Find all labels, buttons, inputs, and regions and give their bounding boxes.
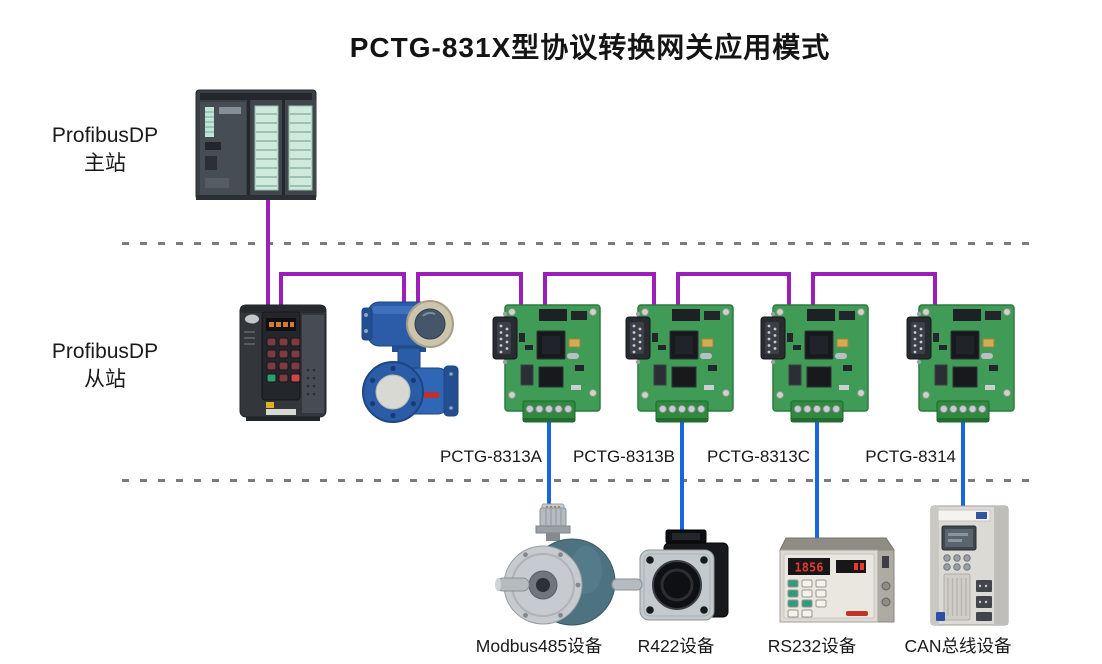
gateway-label-pctg8314: PCTG-8314	[865, 447, 956, 466]
gateway-board-pctg8313a	[492, 304, 601, 423]
master-label-line1: ProfibusDP	[51, 124, 159, 147]
slave-label-line1: ProfibusDP	[51, 340, 159, 363]
gateway-board-pctg8314	[906, 304, 1015, 423]
profibus-master-label: ProfibusDP 主站	[20, 122, 190, 178]
gateway-label-pctg8313b: PCTG-8313B	[572, 447, 675, 466]
slave-label-line2: 从站	[84, 368, 126, 391]
stepper-motor-device	[611, 529, 729, 621]
flowmeter-device	[361, 300, 459, 423]
rs232-display-value: 1856	[795, 561, 824, 575]
profibus-bus-lines	[266, 197, 937, 307]
device-label-modbus485: Modbus485设备	[475, 636, 603, 656]
gateway-label-pctg8313c: PCTG-8313C	[707, 447, 810, 466]
master-label-line2: 主站	[84, 152, 126, 175]
gateway-board-pctg8313b	[625, 304, 734, 423]
bus-gw1-to-gw2	[543, 272, 656, 307]
serial-drop-lines	[547, 420, 965, 540]
bus-vfd-to-flowmeter	[279, 272, 406, 307]
gateway-label-pctg8313a: PCTG-8313A	[439, 447, 542, 466]
can-servo-drive-device	[930, 505, 1009, 626]
plc-master-device	[195, 89, 317, 200]
vfd-inverter-device	[239, 304, 327, 421]
bus-gw2-to-gw3	[676, 272, 791, 307]
device-label-r422: R422设备	[637, 636, 715, 656]
section-dividers	[122, 242, 1035, 482]
diagram-title: PCTG-831X型协议转换网关应用模式	[349, 32, 831, 63]
device-label-rs232: RS232设备	[767, 636, 857, 656]
bus-gw3-to-gw4	[811, 272, 937, 307]
encoder-device	[495, 503, 616, 626]
gateway-board-pctg8313c	[760, 304, 869, 423]
profibus-slave-label: ProfibusDP 从站	[20, 338, 190, 394]
device-label-canbus: CAN总线设备	[904, 636, 1012, 656]
rs232-controller-device: 1856	[779, 537, 895, 623]
bus-flowmeter-to-gw1	[416, 272, 523, 307]
